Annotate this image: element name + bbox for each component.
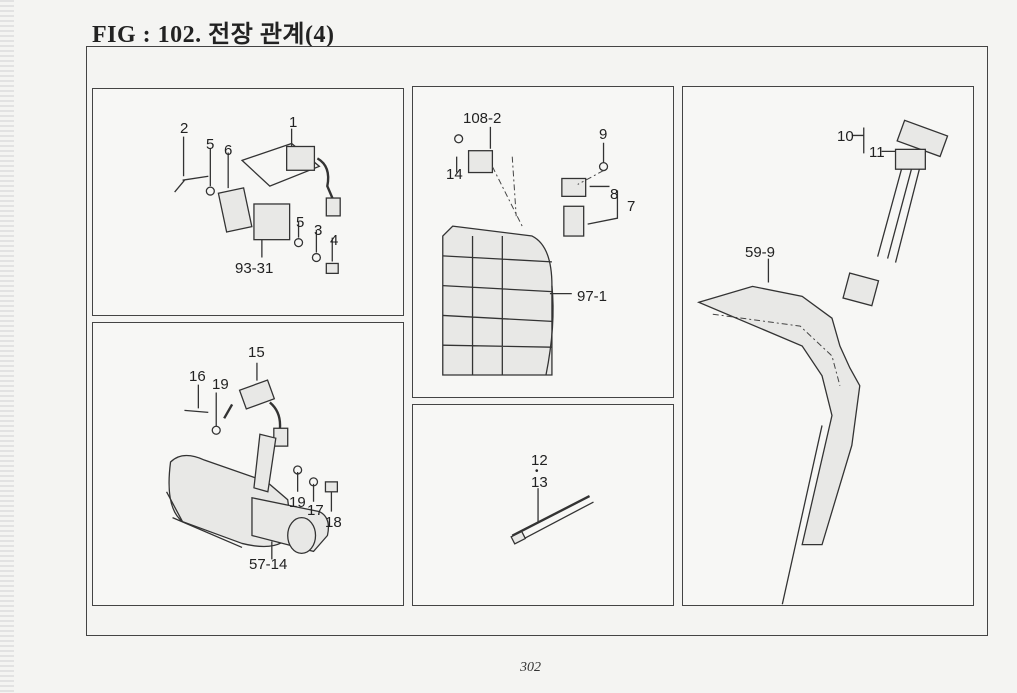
callout-label: 14 [446,166,463,183]
callout-label: 57-14 [249,556,288,573]
callout-label: 59-9 [745,244,776,261]
panel-bottom-left-drawing [166,362,339,560]
panel-top-left-drawing [174,128,341,275]
panel-bottom-middle-drawing [510,488,594,545]
figure-frame [86,46,988,636]
callout-label: 108-2 [463,110,502,127]
callout-label: • [535,466,539,477]
callout-label: 93-31 [235,260,274,277]
callout-label: 3 [314,222,323,239]
callout-label: 13 [531,474,548,491]
page-number: 302 [520,660,541,675]
callout-label: 6 [224,142,233,159]
callout-label: 11 [869,144,885,161]
panel-top-middle: 108-2 9 14 8 7 97-1 [412,86,674,398]
callout-label: 7 [627,198,636,215]
callout-label: 16 [189,368,206,385]
callout-label: 10 [837,128,854,145]
callout-label: 5 [296,214,305,231]
callout-label: 4 [330,232,339,249]
panel-right-drawing [696,119,949,605]
callout-label: 12 [531,452,548,469]
callout-label: 9 [599,126,608,143]
panel-bottom-left: 15 16 19 19 17 18 57-14 [92,322,404,606]
figure-title: FIG : 102. 전장 관계(4) [92,22,335,48]
callout-label: 97-1 [577,288,608,305]
callout-label: 5 [206,136,215,153]
callout-label: 18 [325,514,342,531]
panel-bottom-middle: 12 • 13 [412,404,674,606]
callout-label: 2 [180,120,189,137]
panel-right: 10 11 59-9 [682,86,974,606]
binding-edge [0,0,14,693]
panel-top-middle-drawing [442,126,619,376]
callout-label: 8 [610,186,619,203]
callout-label: 19 [212,376,229,393]
callout-label: 1 [289,114,298,131]
callout-label: 17 [307,502,324,519]
panel-top-left: 2 5 6 1 5 3 4 93-31 [92,88,404,316]
callout-label: 15 [248,344,265,361]
callout-label: 19 [289,494,306,511]
